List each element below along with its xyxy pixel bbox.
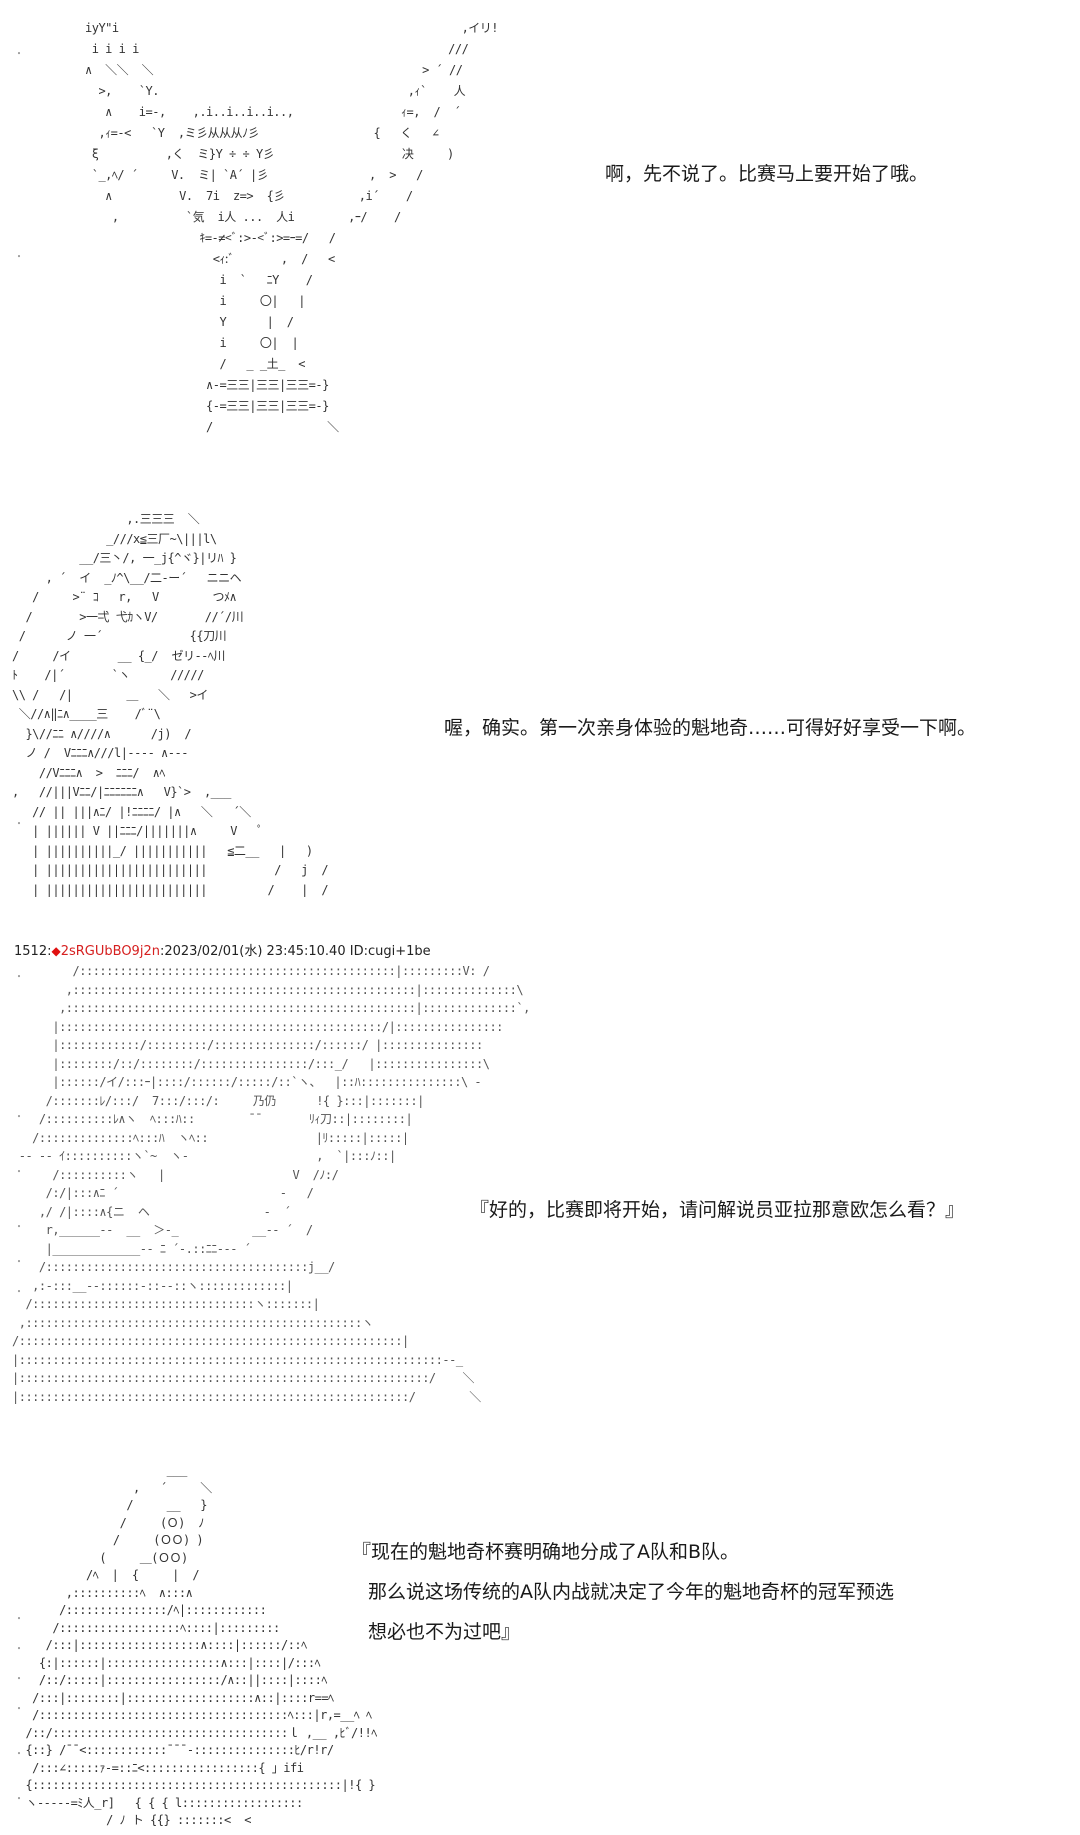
post-separator: : — [47, 944, 52, 959]
margin-mark: ・ — [14, 1749, 24, 1760]
poster-id: ID:cugi+1be — [349, 944, 431, 959]
margin-mark: ・ — [14, 1257, 24, 1268]
margin-mark: ・ — [14, 1287, 24, 1298]
ascii-art-figure-cap: /:::::::::::::::::::::::::::::::::::::::… — [12, 964, 530, 1404]
margin-mark: ・ — [14, 1704, 24, 1715]
margin-mark: ・ — [14, 1644, 24, 1655]
trip-diamond-icon: ◆ — [51, 944, 61, 958]
margin-mark: ・ — [14, 1794, 24, 1805]
margin-mark: ・ — [14, 1167, 24, 1178]
dialogue-line: 『好的，比赛即将开始，请问解说员亚拉那意欧怎么看？』 — [470, 1199, 965, 1221]
margin-mark: ・ — [14, 1112, 24, 1123]
ascii-art-figure-headphones: ___ , ´ ＼ / __ } / (Ｏ) ﾉ / (ＯＯ) ) ( ＿(ＯＯ… — [25, 1463, 377, 1827]
post-number: 1512 — [14, 944, 48, 959]
margin-mark: ・ — [14, 972, 24, 983]
dialogue-line-3: 想必也不为过吧』 — [368, 1621, 521, 1643]
post-header: 1512:◆2sRGUbBO9j2n:2023/02/01(水) 23:45:1… — [14, 940, 431, 959]
margin-mark: ・ — [14, 1614, 24, 1625]
margin-mark: ・ — [14, 819, 24, 830]
margin-mark: ・ — [14, 252, 24, 263]
poster-tripcode[interactable]: 2sRGUbBO9j2n — [60, 944, 160, 959]
ascii-art-figure-arms-raised: iyY"i ,イリ! i i i i /// ∧ ＼＼ ＼ > ´ // >, … — [85, 21, 499, 434]
dialogue-line: 喔，确实。第一次亲身体验的魁地奇……可得好好享受一下啊。 — [444, 717, 977, 739]
post-datetime: :2023/02/01(水) 23:45:10.40 — [159, 944, 346, 959]
dialogue-line: 啊，先不说了。比赛马上要开始了哦。 — [605, 163, 929, 185]
dialogue-line-2: 那么说这场传统的A队内战就决定了今年的魁地奇杯的冠军预选 — [368, 1581, 894, 1603]
margin-mark: ・ — [14, 49, 24, 60]
margin-mark: ・ — [14, 1674, 24, 1685]
ascii-art-figure-hat: ,.三三三 ＼ _///x≦三厂~\|||l\ __/三丶/, 一_j{^ヾ}|… — [12, 512, 329, 897]
margin-mark: ・ — [14, 1222, 24, 1233]
dialogue-line-1: 『现在的魁地奇杯赛明确地分成了A队和B队。 — [352, 1541, 740, 1563]
